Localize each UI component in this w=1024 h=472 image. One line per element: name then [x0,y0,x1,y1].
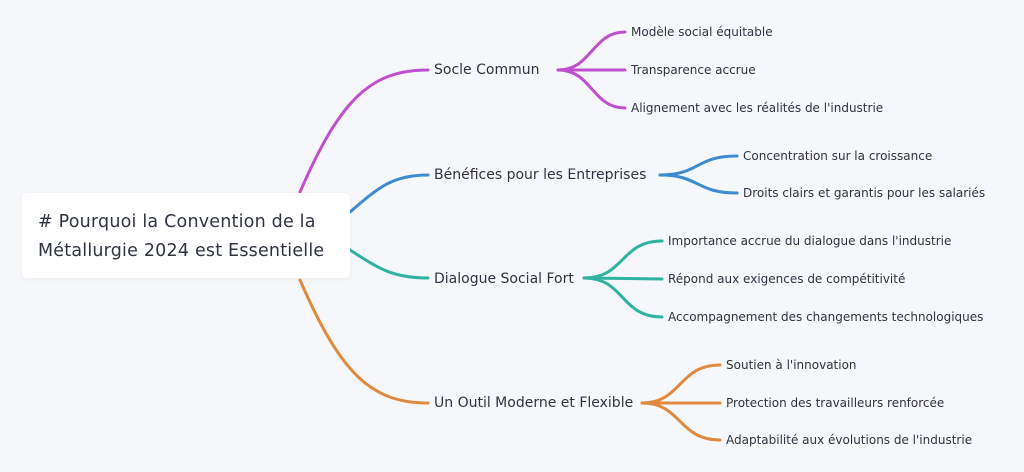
branch-dialogue-social[interactable]: Dialogue Social Fort [434,271,574,287]
branch-benefices[interactable]: Bénéfices pour les Entreprises [434,167,647,183]
connector-leaf [582,239,664,280]
connector-socle [298,68,430,194]
connector-outil [298,278,430,405]
leaf-node[interactable]: Modèle social équitable [631,25,773,39]
leaf-node[interactable]: Transparence accrue [631,63,756,77]
connector-leaf [582,276,664,319]
leaf-node[interactable]: Soutien à l'innovation [726,358,857,372]
connector-leaf [556,68,627,110]
leaf-node[interactable]: Accompagnement des changements technolog… [668,310,984,324]
branch-socle-commun[interactable]: Socle Commun [434,62,540,78]
leaf-node[interactable]: Répond aux exigences de compétitivité [668,272,906,286]
root-title-line2: Métallurgie 2024 est Essentielle [38,241,325,261]
connector-dialogue [348,248,430,280]
branch-outil-moderne[interactable]: Un Outil Moderne et Flexible [434,395,634,411]
root-title-line1: # Pourquoi la Convention de la [38,212,316,232]
connector-leaf [640,363,722,405]
leaf-node[interactable]: Concentration sur la croissance [743,149,933,163]
leaf-node[interactable]: Alignement avec les réalités de l'indust… [631,101,884,115]
connector-leaf [658,173,739,195]
connector-benefices [348,173,430,214]
connector-leaf [658,154,739,177]
connector-leaf [640,401,722,442]
leaf-node[interactable]: Importance accrue du dialogue dans l'ind… [668,234,952,248]
leaf-node[interactable]: Adaptabilité aux évolutions de l'industr… [726,433,973,447]
connector-leaf [556,30,627,72]
root-node[interactable]: # Pourquoi la Convention de la Métallurg… [22,193,350,278]
leaf-node[interactable]: Droits clairs et garantis pour les salar… [743,186,986,200]
leaf-node[interactable]: Protection des travailleurs renforcée [726,396,945,410]
